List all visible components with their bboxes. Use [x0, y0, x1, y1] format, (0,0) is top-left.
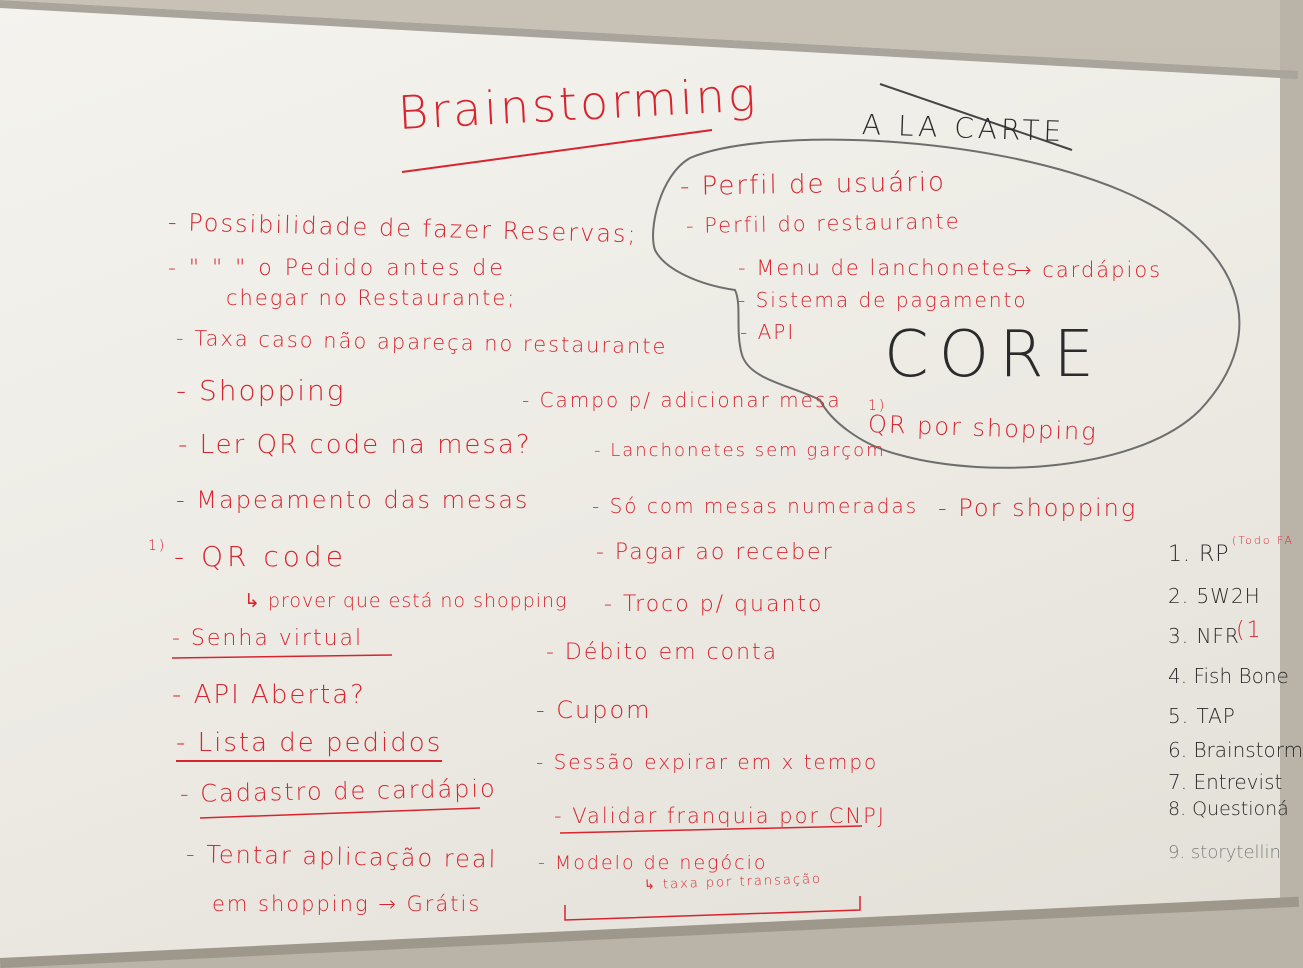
core-item: - API: [740, 320, 796, 344]
qr-number: 1): [148, 538, 167, 554]
idea-item: - Pagar ao receber: [596, 540, 834, 565]
idea-item: - Campo p/ adicionar mesa: [522, 388, 842, 412]
idea-item: - API Aberta?: [172, 680, 366, 710]
method-list-item: 2. 5W2H: [1168, 584, 1261, 608]
idea-item: em shopping → Grátis: [212, 892, 482, 916]
idea-item: - Ler QR code na mesa?: [178, 430, 532, 460]
method-list-note: (1: [1236, 618, 1263, 643]
method-list-item: 5. TAP: [1168, 704, 1236, 728]
idea-item: - Troco p/ quanto: [604, 592, 824, 617]
core-item: - Sistema de pagamento: [738, 288, 1028, 312]
senha-underline: [171, 654, 393, 659]
method-list-item: 3. NFR: [1168, 624, 1240, 648]
idea-item: - Tentar aplicação real: [185, 840, 498, 874]
title-underline: [401, 129, 713, 173]
idea-item: - Shopping: [176, 374, 346, 407]
idea-item: - Lista de pedidos: [176, 728, 443, 762]
method-list-item: 4. Fish Bone: [1168, 664, 1289, 688]
whiteboard: [0, 0, 1280, 960]
core-item: - Perfil de usuário: [679, 167, 947, 202]
modelo-bracket: [564, 896, 861, 921]
idea-item: - Lanchonetes sem garçom: [594, 440, 886, 461]
method-list-item: 6. Brainstorm: [1168, 738, 1303, 762]
method-list-note: (Todo FA: [1232, 534, 1294, 547]
idea-item: - Cadastro de cardápio: [179, 774, 497, 808]
idea-item: - Sessão expirar em x tempo: [536, 750, 879, 774]
brand-title: A LA CARTE: [861, 108, 1066, 149]
cadastro-underline: [199, 807, 481, 819]
idea-item: - Débito em conta: [546, 640, 779, 665]
idea-item: - Mapeamento das mesas: [176, 486, 530, 514]
method-list-item: 8. Questioná: [1168, 798, 1289, 820]
idea-item: - Validar franquia por CNPJ: [554, 804, 886, 828]
core-outline: [652, 138, 1241, 469]
board-drawings: [171, 83, 1241, 921]
idea-item: chegar no Restaurante;: [226, 286, 517, 310]
validar-underline: [559, 825, 863, 834]
brand-crossout: [879, 83, 1073, 151]
idea-item: - Por shopping: [938, 494, 1138, 522]
core-item: → cardápios: [1014, 258, 1163, 282]
method-list-item: 7. Entrevist: [1168, 770, 1283, 794]
core-item: - Perfil do restaurante: [685, 209, 961, 238]
idea-item: - Modelo de negócio: [538, 852, 768, 874]
idea-item: - Só com mesas numeradas: [592, 494, 919, 518]
method-list-item: 9. storytellin: [1168, 842, 1281, 863]
idea-item: - " " " o Pedido antes de: [168, 256, 506, 281]
method-list-item: 1. RP: [1168, 542, 1230, 567]
core-item: - Menu de lanchonetes: [738, 256, 1020, 280]
core-label: CORE: [884, 318, 1104, 392]
idea-item: - Senha virtual: [172, 626, 364, 651]
idea-item: - Cupom: [536, 696, 652, 724]
idea-item: - QR code: [174, 540, 347, 573]
core-note-number: 1): [868, 398, 887, 414]
idea-item: ↳ prover que está no shopping: [244, 590, 568, 612]
